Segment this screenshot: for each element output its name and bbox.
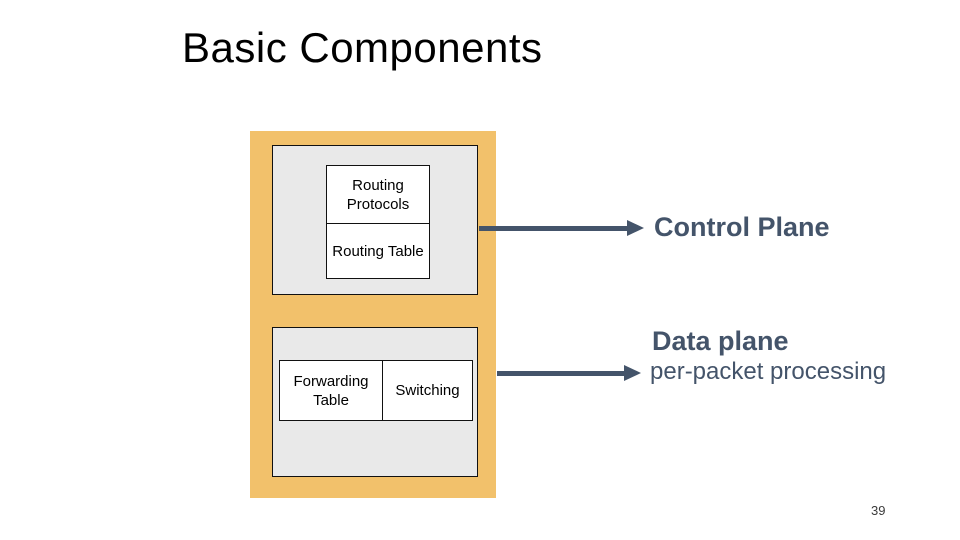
arrow-head	[624, 365, 641, 381]
control-plane-right-arrow-icon	[479, 220, 644, 236]
control-plane-label: Control Plane	[654, 212, 830, 242]
arrow-shaft	[479, 225, 627, 231]
routing-protocols-box: Routing Protocols	[326, 165, 430, 224]
arrow-shaft	[497, 370, 624, 376]
forwarding-table-box: Forwarding Table	[279, 360, 383, 421]
data-plane-right-arrow-icon	[497, 365, 641, 381]
page-title: Basic Components	[182, 24, 543, 71]
routing-table-box: Routing Table	[326, 223, 430, 279]
data-plane-label: Data plane	[652, 326, 789, 356]
arrow-head	[627, 220, 644, 236]
page-number: 39	[871, 503, 886, 518]
data-plane-sublabel: per-packet processing	[650, 358, 887, 385]
switching-box: Switching	[382, 360, 473, 421]
